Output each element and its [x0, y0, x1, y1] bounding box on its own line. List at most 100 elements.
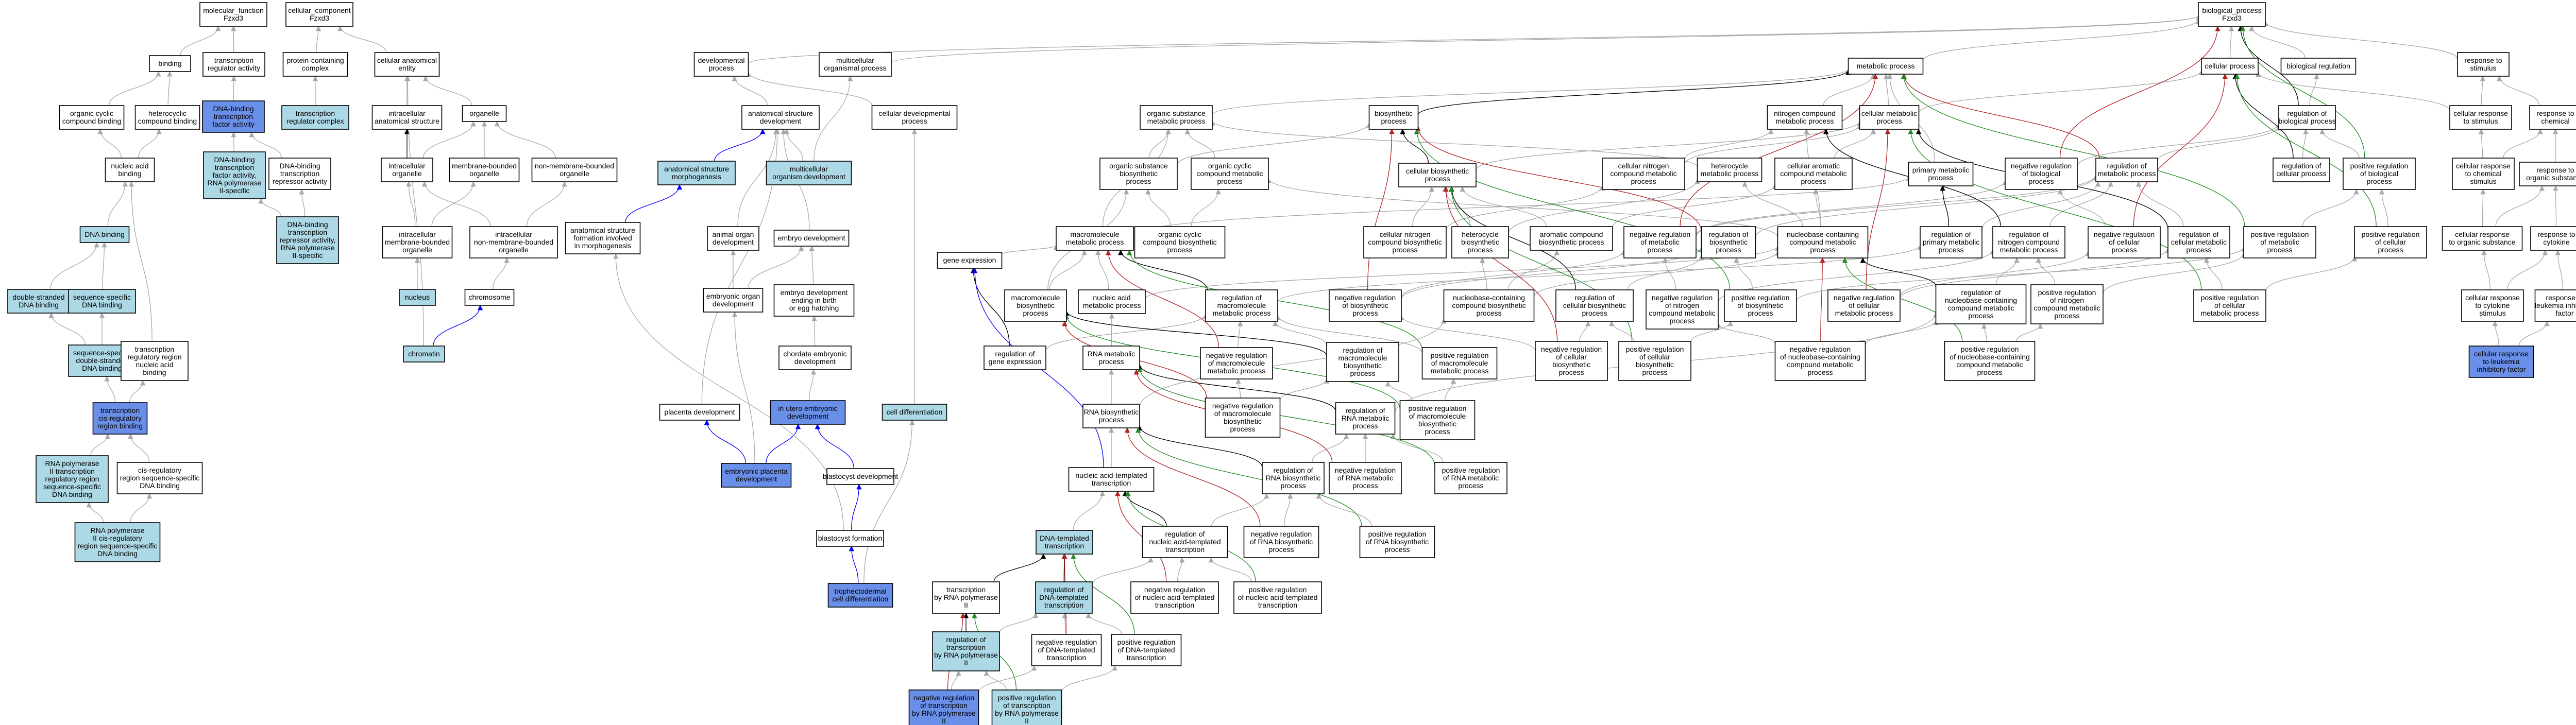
- go-term-node-nucleus[interactable]: nucleus: [399, 289, 436, 306]
- go-term-node-reg-nbc-met[interactable]: regulation ofnucleobase-containingcompou…: [1935, 284, 2027, 324]
- go-term-node-gene-expr[interactable]: gene expression: [937, 252, 1003, 269]
- go-term-node-embryo-dev[interactable]: embryo development: [773, 230, 850, 247]
- go-term-node-blast-form[interactable]: blastocyst formation: [816, 530, 884, 547]
- go-term-node-intra-nonmem-org[interactable]: intracellularnon-membrane-boundedorganel…: [469, 226, 558, 258]
- go-term-node-cell-proc[interactable]: cellular process: [2201, 58, 2259, 75]
- go-term-node-bio-reg[interactable]: biological regulation: [2280, 58, 2357, 75]
- go-term-node-reg-macro-bio[interactable]: regulation ofmacromoleculebiosyntheticpr…: [1326, 342, 1399, 382]
- go-term-node-organelle[interactable]: organelle: [462, 105, 507, 122]
- go-term-node-binding[interactable]: binding: [149, 55, 191, 72]
- go-term-node-met-proc[interactable]: metabolic process: [1848, 58, 1924, 75]
- go-term-node-dna-bind[interactable]: DNA binding: [79, 226, 130, 243]
